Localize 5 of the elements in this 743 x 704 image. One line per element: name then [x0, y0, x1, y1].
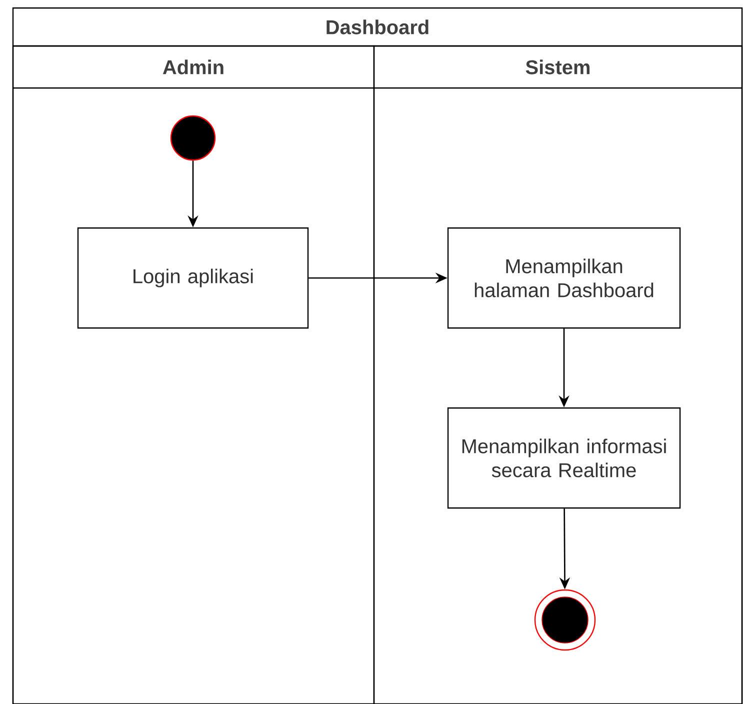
activity-box: Menampilkan halaman Dashboard	[447, 227, 681, 329]
activity-box: Menampilkan informasi secara Realtime	[447, 407, 681, 509]
end-node	[534, 589, 596, 651]
start-node	[170, 115, 216, 161]
activity-box: Login aplikasi	[77, 227, 309, 329]
